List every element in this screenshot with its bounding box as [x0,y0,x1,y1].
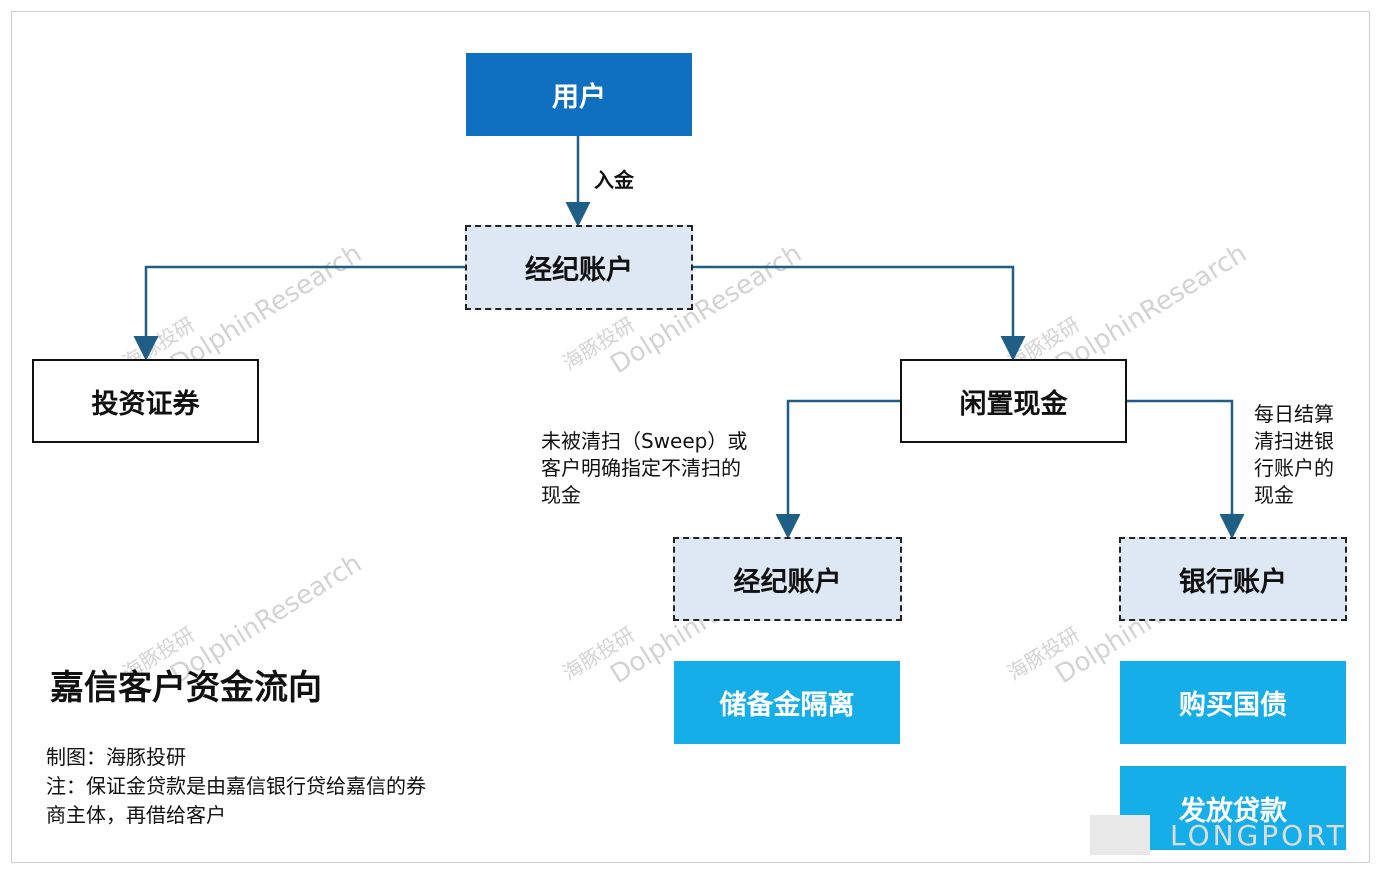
longport-watermark: LONGPORT [1090,805,1370,860]
diagram-title: 嘉信客户资金流向 [50,668,322,708]
node-invest-securities: 投资证券 [32,359,259,443]
node-bank-account: 银行账户 [1119,537,1347,621]
label-daily-sweep: 每日结算 清扫进银 行账户的 现金 [1254,402,1334,507]
diagram-frame [11,11,1370,863]
label-not-swept: 未被清扫（Sweep）或 客户明确指定不清扫的 现金 [541,429,748,507]
source-note: 制图：海豚投研 注：保证金贷款是由嘉信银行贷给嘉信的券 商主体，再借给客户 [46,745,426,827]
arrow-idle-to-brokerage [775,399,900,539]
arrow-brokerage-to-idle-cash [693,265,1026,361]
node-reserve-segregation: 储备金隔离 [674,661,900,744]
arrow-idle-to-bank [1127,399,1245,539]
node-issue-loans: 发放贷款 [1120,766,1346,850]
arrow-brokerage-to-invest [133,265,465,361]
node-buy-treasuries: 购买国债 [1120,661,1346,744]
node-brokerage-account: 经纪账户 [465,225,693,310]
node-user: 用户 [466,53,692,136]
node-idle-cash: 闲置现金 [900,359,1127,443]
node-brokerage-account-2: 经纪账户 [673,537,902,621]
label-deposit: 入金 [594,168,634,192]
